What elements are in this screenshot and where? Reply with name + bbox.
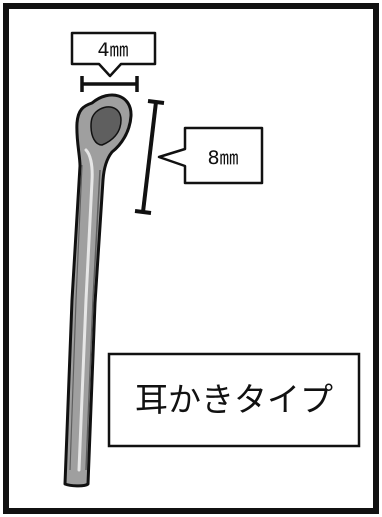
length-label: 8㎜ bbox=[207, 147, 238, 169]
tool-edge-line bbox=[69, 164, 83, 471]
width-dimension bbox=[80, 76, 139, 92]
panel-border bbox=[3, 3, 379, 514]
length-dimension bbox=[134, 99, 165, 215]
ear-pick-tool bbox=[63, 93, 133, 488]
tool-highlight bbox=[77, 148, 94, 472]
width-callout: 4㎜ bbox=[70, 31, 157, 78]
tool-edge-line bbox=[85, 169, 101, 471]
width-label: 4㎜ bbox=[97, 39, 128, 61]
type-label: 耳かきタイプ bbox=[135, 380, 333, 419]
tool-scoop-shadow bbox=[90, 106, 122, 146]
length-callout: 8㎜ bbox=[157, 126, 264, 185]
type-label-box: 耳かきタイプ bbox=[107, 352, 361, 448]
